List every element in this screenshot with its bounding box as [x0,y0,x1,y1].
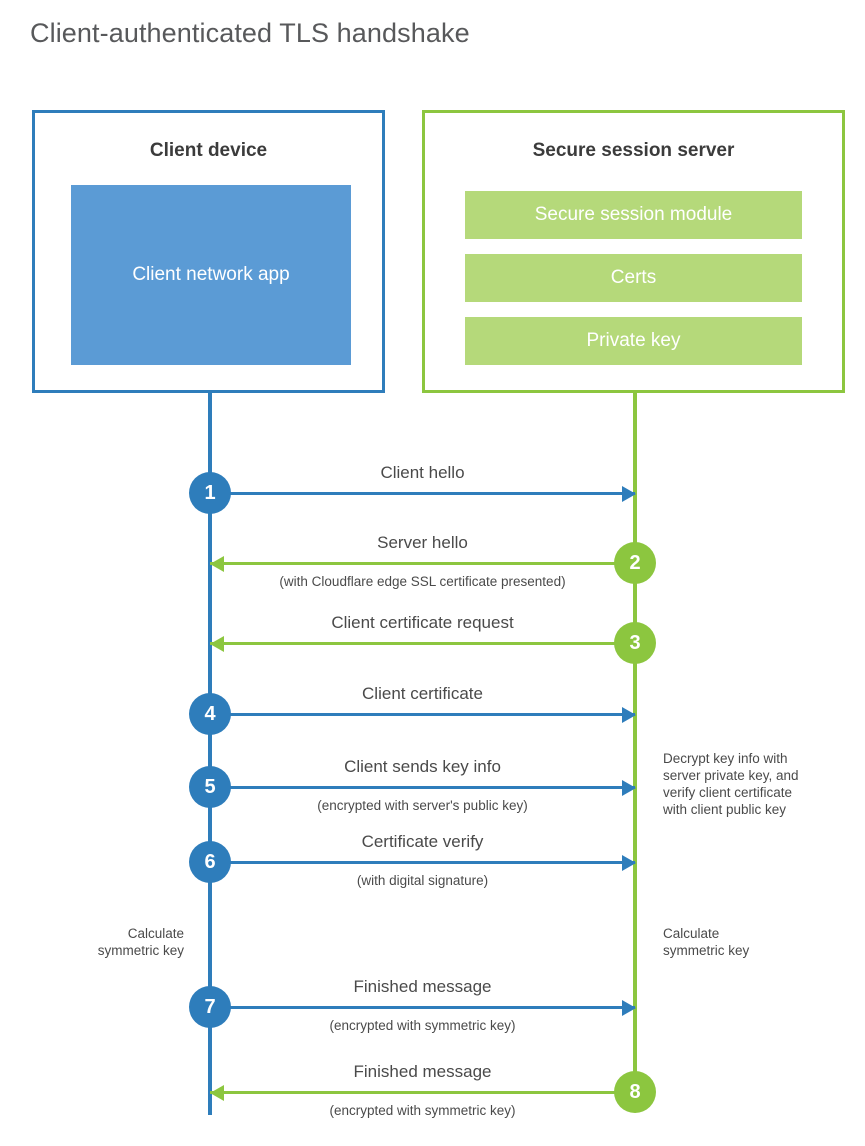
client-lifeline [208,393,212,1115]
step-circle-8[interactable]: 8 [614,1071,656,1113]
client-device-box: Client device Client network app [32,110,385,393]
step-circle-5[interactable]: 5 [189,766,231,808]
message-label-step-4: Client certificate [362,684,483,703]
step-circle-7[interactable]: 7 [189,986,231,1028]
message-label-step-3: Client certificate request [331,613,514,632]
secure-session-server-title: Secure session server [532,140,735,161]
message-sublabel-step-2: (with Cloudflare edge SSL certificate pr… [279,574,566,589]
server-item-certs: Certs [465,254,802,302]
arrow-head-icon-step-8 [210,1085,224,1101]
step-circle-1[interactable]: 1 [189,472,231,514]
arrow-head-icon-step-5 [622,780,636,796]
page-title: Client-authenticated TLS handshake [30,18,470,48]
message-line-step-2 [210,562,635,565]
message-line-step-4 [210,713,635,716]
arrow-head-icon-step-4 [622,707,636,723]
message-sublabel-step-5: (encrypted with server's public key) [317,798,528,813]
annotation-client-calculate-symmetric-key: Calculate symmetric key [97,926,184,958]
message-label-step-6: Certificate verify [361,832,484,851]
message-label-step-2: Server hello [377,533,468,552]
annotation-server-calculate-symmetric-key: Calculate symmetric key [663,926,750,958]
message-sublabel-step-7: (encrypted with symmetric key) [329,1018,516,1033]
step-circle-2[interactable]: 2 [614,542,656,584]
secure-session-server-box: Secure session server Secure session mod… [422,110,845,393]
arrow-head-icon-step-6 [622,855,636,871]
message-label-step-1: Client hello [380,463,465,482]
step-circle-4[interactable]: 4 [189,693,231,735]
arrow-head-icon-step-2 [210,556,224,572]
message-line-step-8 [210,1091,635,1094]
client-device-title: Client device [149,140,268,161]
server-lifeline [633,393,637,1092]
annotation-server-decrypt: Decrypt key info with server private key… [663,751,799,817]
server-item-private-key: Private key [465,317,802,365]
message-sublabel-step-6: (with digital signature) [356,873,489,888]
message-line-step-5 [210,786,635,789]
message-label-step-8: Finished message [353,1062,492,1081]
message-line-step-6 [210,861,635,864]
arrow-head-icon-step-7 [622,1000,636,1016]
step-circle-3[interactable]: 3 [614,622,656,664]
message-sublabel-step-8: (encrypted with symmetric key) [329,1103,516,1118]
message-line-step-3 [210,642,635,645]
message-line-step-7 [210,1006,635,1009]
step-circle-6[interactable]: 6 [189,841,231,883]
message-label-step-7: Finished message [353,977,492,996]
client-network-app-block: Client network app [71,185,351,365]
server-item-secure-session-module: Secure session module [465,191,802,239]
message-label-step-5: Client sends key info [344,757,501,776]
arrow-head-icon-step-3 [210,636,224,652]
message-line-step-1 [210,492,635,495]
arrow-head-icon-step-1 [622,486,636,502]
